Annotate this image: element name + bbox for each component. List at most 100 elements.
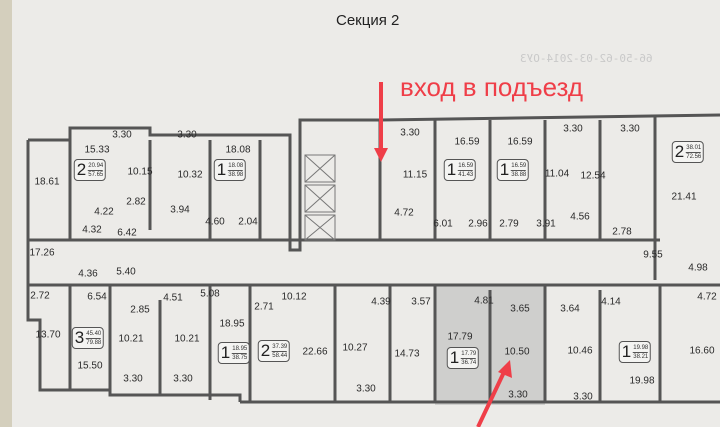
room-area: 3.30 bbox=[620, 123, 640, 135]
room-area: 10.46 bbox=[567, 345, 593, 357]
entrance-arrows bbox=[374, 82, 512, 427]
room-area: 2.82 bbox=[126, 196, 146, 208]
room-area: 3.30 bbox=[563, 123, 583, 135]
room-area: 3.30 bbox=[356, 383, 376, 395]
living-area: 19.98 bbox=[633, 344, 649, 353]
room-area: 2.78 bbox=[612, 226, 632, 238]
room-area: 4.36 bbox=[78, 268, 98, 280]
room-area: 2.79 bbox=[499, 218, 519, 230]
room-count: 1 bbox=[216, 160, 227, 179]
room-area: 10.12 bbox=[281, 291, 307, 303]
total-area: 79.88 bbox=[86, 339, 102, 346]
room-area: 4.98 bbox=[688, 262, 708, 274]
room-area: 3.94 bbox=[170, 204, 190, 216]
room-area: 3.30 bbox=[112, 129, 132, 141]
room-area: 17.79 bbox=[447, 331, 473, 343]
room-area: 16.59 bbox=[454, 136, 480, 148]
room-area: 13.70 bbox=[35, 329, 61, 341]
room-area: 2.71 bbox=[254, 301, 274, 313]
living-area: 18.95 bbox=[232, 345, 248, 354]
room-area: 6.42 bbox=[117, 227, 137, 239]
room-area: 4.22 bbox=[94, 206, 114, 218]
total-area: 41.43 bbox=[458, 171, 474, 178]
room-area: 10.21 bbox=[118, 333, 144, 345]
room-area: 6.54 bbox=[87, 291, 107, 303]
total-area: 38.21 bbox=[633, 353, 649, 360]
room-area: 4.72 bbox=[697, 291, 717, 303]
room-area: 6.01 bbox=[433, 218, 453, 230]
section-title: Секция 2 bbox=[336, 12, 400, 29]
room-area: 11.04 bbox=[544, 168, 570, 180]
room-area: 10.27 bbox=[342, 342, 368, 354]
room-area: 10.32 bbox=[177, 169, 203, 181]
room-count: 1 bbox=[499, 160, 510, 179]
room-area: 2.85 bbox=[130, 304, 150, 316]
room-area: 4.14 bbox=[601, 296, 621, 308]
living-area: 45.40 bbox=[86, 330, 102, 339]
room-area: 16.59 bbox=[507, 136, 533, 148]
room-area: 4.60 bbox=[205, 216, 225, 228]
room-count: 1 bbox=[446, 160, 457, 179]
elevators bbox=[304, 154, 336, 241]
room-area: 16.60 bbox=[689, 345, 715, 357]
room-area: 12.54 bbox=[580, 170, 606, 182]
room-area: 3.30 bbox=[508, 389, 528, 401]
room-area: 2.72 bbox=[30, 290, 50, 302]
room-area: 14.73 bbox=[394, 348, 420, 360]
living-area: 17.79 bbox=[461, 350, 477, 359]
total-area: 38.88 bbox=[511, 171, 527, 178]
room-area: 19.98 bbox=[629, 375, 655, 387]
room-count: 3 bbox=[74, 328, 85, 347]
room-area: 3.30 bbox=[400, 127, 420, 139]
room-area: 4.39 bbox=[371, 296, 391, 308]
room-area: 2.04 bbox=[238, 216, 258, 228]
entrance-annotation: вход в подъезд bbox=[400, 72, 584, 102]
room-area: 10.50 bbox=[504, 346, 530, 358]
room-area: 3.30 bbox=[123, 373, 143, 385]
total-area: 36.74 bbox=[461, 359, 477, 366]
room-area: 3.30 bbox=[177, 129, 197, 141]
room-area: 11.15 bbox=[402, 169, 428, 181]
room-area: 10.21 bbox=[174, 333, 200, 345]
room-area: 4.72 bbox=[394, 207, 414, 219]
total-area: 57.65 bbox=[88, 171, 104, 178]
total-area: 58.44 bbox=[272, 352, 288, 359]
room-area: 5.08 bbox=[200, 288, 220, 300]
stamp-text: 66-50-62-03-2014-ОУЗ bbox=[520, 52, 653, 65]
room-area: 4.51 bbox=[163, 292, 183, 304]
room-area: 18.08 bbox=[225, 144, 251, 156]
total-area: 38.75 bbox=[232, 354, 248, 361]
room-area: 15.33 bbox=[84, 144, 110, 156]
room-area: 4.56 bbox=[570, 211, 590, 223]
room-count: 1 bbox=[621, 342, 632, 361]
total-area: 38.98 bbox=[228, 171, 244, 178]
room-area: 3.30 bbox=[173, 373, 193, 385]
room-area: 18.61 bbox=[34, 176, 60, 188]
room-area: 17.26 bbox=[29, 247, 55, 259]
room-count: 2 bbox=[674, 142, 685, 161]
room-area: 4.32 bbox=[82, 224, 102, 236]
room-count: 2 bbox=[76, 160, 87, 179]
room-area: 21.41 bbox=[671, 191, 697, 203]
room-count: 1 bbox=[449, 348, 460, 367]
room-area: 4.81 bbox=[474, 295, 494, 307]
living-area: 38.01 bbox=[686, 144, 702, 153]
living-area: 16.59 bbox=[458, 162, 474, 171]
room-area: 2.96 bbox=[468, 218, 488, 230]
room-area: 18.95 bbox=[219, 318, 245, 330]
room-area: 10.15 bbox=[127, 166, 153, 178]
total-area: 72.56 bbox=[686, 153, 702, 160]
living-area: 20.94 bbox=[88, 162, 104, 171]
room-area: 3.57 bbox=[411, 296, 431, 308]
room-area: 3.65 bbox=[510, 303, 530, 315]
